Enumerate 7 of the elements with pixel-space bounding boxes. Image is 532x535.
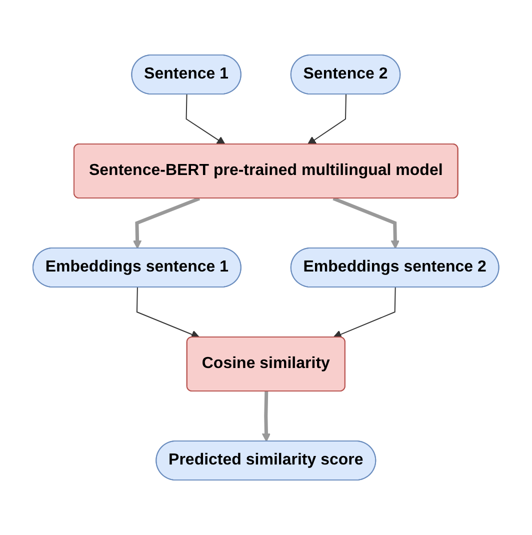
arrow [307, 94, 347, 145]
arrow [332, 196, 400, 249]
arrow [333, 287, 396, 339]
arrow [133, 196, 200, 249]
arrow [186, 94, 226, 145]
arrow [136, 287, 200, 339]
arrow [262, 391, 271, 442]
